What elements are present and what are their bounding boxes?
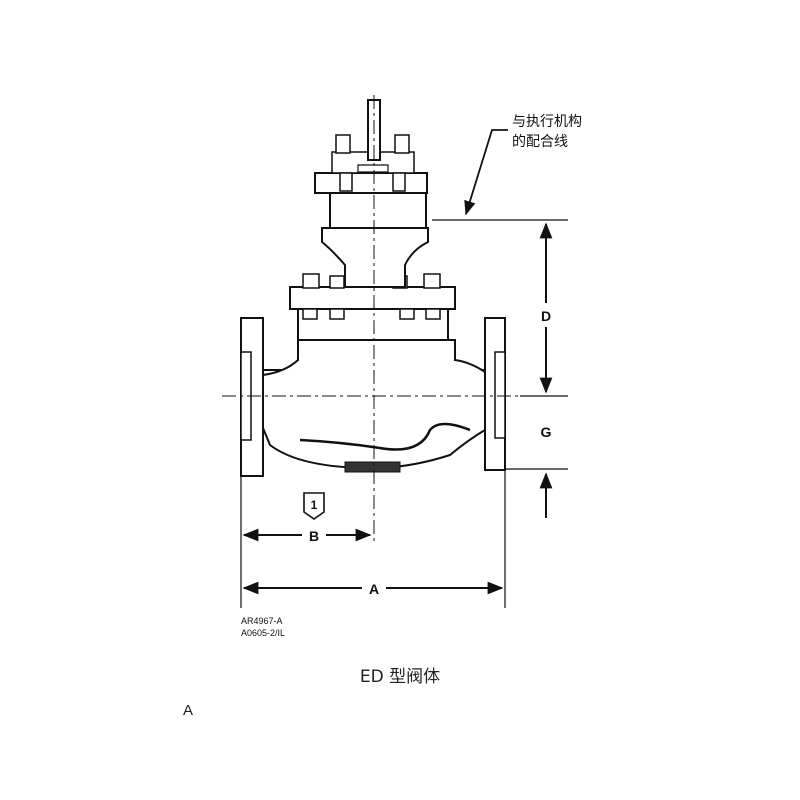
- part-number-1: AR4967-A: [241, 616, 283, 626]
- bonnet-flange: [289, 286, 456, 310]
- leader-arrow: [464, 129, 508, 216]
- right-flange-face: [494, 351, 506, 439]
- seat-contour: [299, 422, 471, 451]
- center-lines: [222, 95, 520, 545]
- dim-b-label: B: [309, 528, 319, 544]
- panel-label: A: [183, 702, 194, 719]
- figure-caption: ED 型阀体: [359, 667, 441, 687]
- dim-d-label: D: [541, 308, 551, 324]
- note-marker-number: 1: [311, 498, 318, 512]
- bonnet-bolts: [302, 273, 441, 320]
- annotation-line-1: 与执行机构: [512, 113, 582, 129]
- note-marker-flag: [303, 492, 325, 520]
- part-number-2: A0605-2/IL: [241, 628, 285, 638]
- valve-body: [240, 99, 506, 477]
- dim-g-label: G: [541, 424, 552, 440]
- dim-a-label: A: [369, 581, 379, 597]
- yoke-flange: [314, 172, 428, 194]
- extension-lines: [240, 219, 568, 608]
- bonnet-neck: [321, 227, 429, 288]
- annotation-line-2: 的配合线: [512, 133, 568, 149]
